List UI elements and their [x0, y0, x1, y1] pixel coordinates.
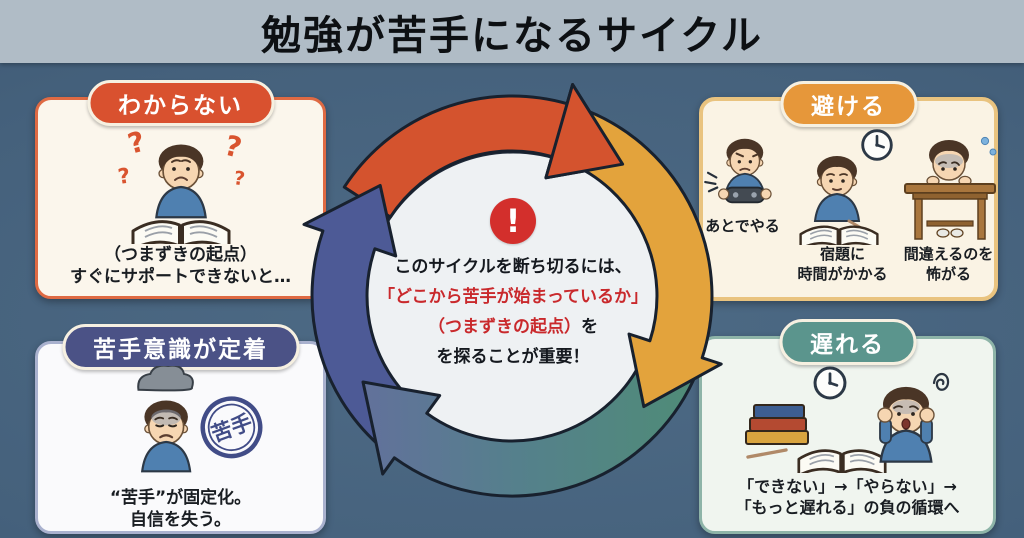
boy-figure: [813, 155, 860, 222]
cycle-arrow-left: [302, 183, 417, 447]
scene-caption: 間違えるのを 怖がる: [903, 245, 994, 283]
box-content: ? ? ? ? （つまずきの起点） すぐにサポートできないと…: [38, 100, 323, 296]
desk-icon: [903, 183, 996, 240]
box-avoid: 避ける: [699, 81, 998, 301]
svg-text:?: ?: [116, 163, 131, 188]
scene-afraid-of-mistakes: 間違えるのを 怖がる: [897, 125, 1001, 284]
svg-text:?: ?: [221, 129, 245, 165]
center-line-2: 「どこから苦手が始まっているか」: [378, 287, 648, 307]
warning-icon: !: [490, 198, 536, 244]
box-header-dont-understand: わからない: [87, 80, 274, 126]
cycle-center-message: ! このサイクルを断ち切るには、 「どこから苦手が始まっているか」 （つまずきの…: [375, 198, 651, 372]
open-book-icon: [798, 225, 879, 245]
sweat-drops-icon: [980, 136, 996, 156]
game-controller-icon: [717, 186, 772, 204]
box-dont-understand: わからない ? ? ? ? （つまずきの起点） すぐにサポ: [35, 80, 326, 299]
box-weakness-fixed: 苦手意識が定着 苦手 “苦手”が固定化。 自信を失う: [35, 324, 326, 534]
boy-figure: [723, 137, 766, 200]
box-header-avoid: 避ける: [780, 81, 917, 127]
cycle-arrow-bottom: [361, 348, 699, 498]
distress-swirl-icon: [932, 372, 949, 391]
scene-caption: あとでやる: [705, 217, 780, 235]
box-caption: （つまずきの起点） すぐにサポートできないと…: [70, 245, 291, 288]
cycle-arrow-right: [564, 109, 723, 409]
box-fall-behind: 遅れる: [699, 319, 996, 534]
cycle-arrow-top-head: [544, 83, 625, 180]
open-book-icon: [131, 220, 230, 244]
clock-icon: [813, 366, 846, 400]
page-title: 勉強が苦手になるサイクル: [261, 12, 763, 59]
center-line-4: を探ることが重要！: [436, 347, 590, 367]
nigate-stamp-icon: 苦手: [200, 396, 262, 459]
boy-playing-video-game-illustration: [703, 137, 772, 204]
scene-homework-takes-time: 宿題に 時間がかかる: [791, 125, 895, 284]
svg-text:苦手: 苦手: [208, 410, 255, 447]
svg-text:?: ?: [124, 125, 148, 161]
overwhelmed-boy-illustration: [744, 366, 949, 473]
box-content: あとでやる: [703, 101, 996, 297]
boy-hiding-behind-desk-illustration: [903, 136, 996, 240]
boy-figure: [925, 140, 972, 187]
avoid-scenes-row: あとでやる: [703, 125, 996, 284]
dark-cloud-icon: [136, 366, 194, 392]
box-caption: “苦手”が固定化。 自信を失う。: [109, 487, 252, 530]
gloomy-boy-with-stamp-illustration: 苦手: [136, 366, 262, 473]
boy-figure: [154, 143, 207, 219]
clock-icon: [860, 129, 893, 161]
open-book-icon: [796, 449, 887, 473]
box-content: 「できない」→「やらない」→ 「もっと遅れる」の負の循環へ: [702, 339, 993, 531]
motion-lines-icon: [703, 171, 718, 193]
svg-text:?: ?: [232, 167, 246, 190]
boy-doing-homework-illustration: [798, 129, 893, 245]
scene-do-it-later: あとでやる: [697, 125, 789, 237]
boy-figure: [140, 399, 191, 473]
cycle-arrows-graphic: [302, 83, 723, 498]
confused-boy-illustration: ? ? ? ?: [116, 125, 246, 244]
title-band: 勉強が苦手になるサイクル: [0, 0, 1024, 63]
boy-figure: [876, 385, 935, 463]
box-caption: 「できない」→「やらない」→ 「もっと遅れる」の負の循環へ: [735, 477, 960, 517]
box-header-fall-behind: 遅れる: [779, 319, 916, 365]
books-stack-icon: [744, 404, 809, 459]
box-header-weakness-fixed: 苦手意識が定着: [62, 324, 299, 370]
box-content: 苦手 “苦手”が固定化。 自信を失う。: [38, 344, 323, 531]
center-line-3: （つまずきの起点）を: [428, 317, 598, 337]
center-line-1: このサイクルを断ち切るには、: [394, 257, 632, 277]
scene-caption: 宿題に 時間がかかる: [797, 245, 888, 283]
